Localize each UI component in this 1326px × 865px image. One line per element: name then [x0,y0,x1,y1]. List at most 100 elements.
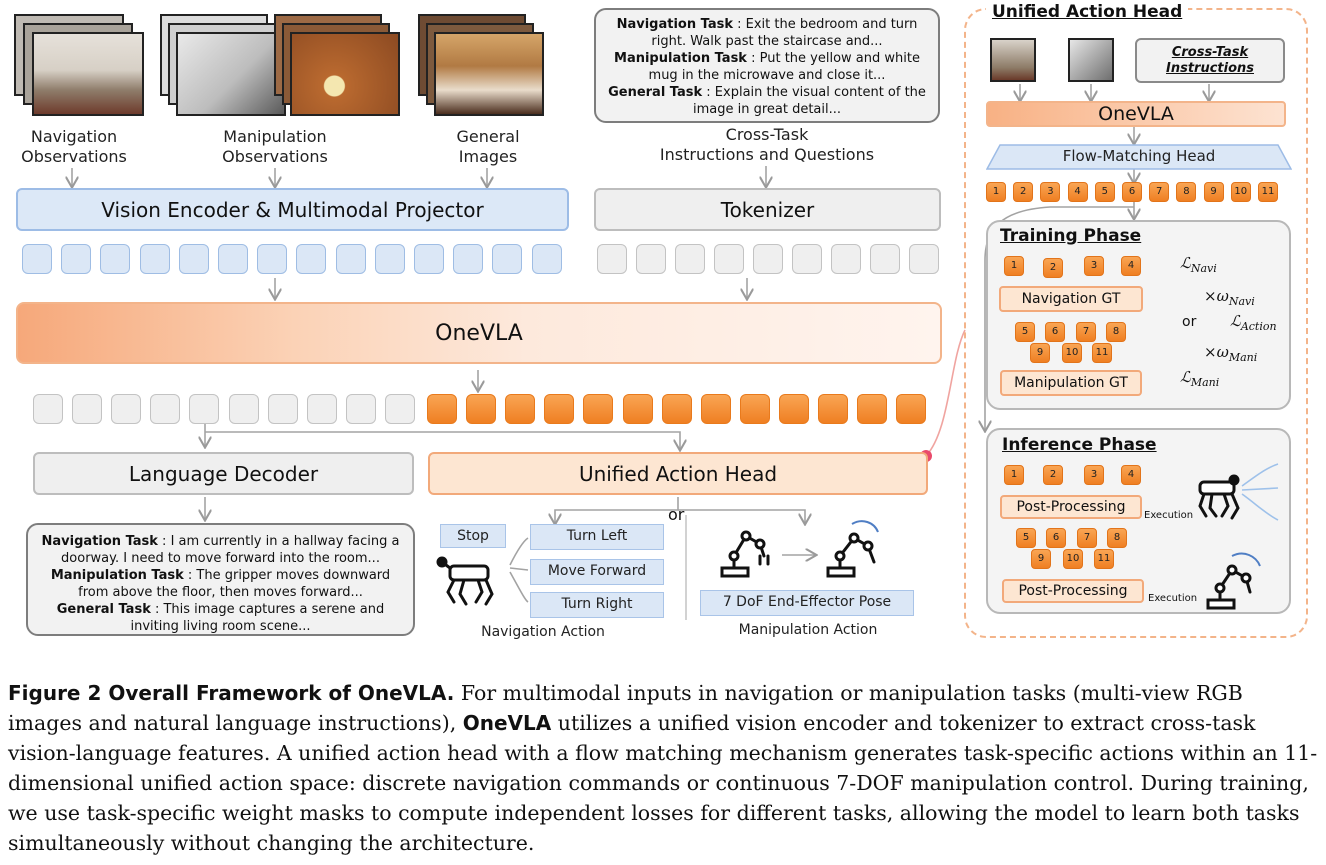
action-dim-9: 9 [1031,549,1051,569]
manipulation-action-label: Manipulation Action [738,622,878,638]
panel-cross-task-box: Cross-Task Instructions [1135,38,1285,83]
language-output-token [345,394,376,424]
instr-nav-label: Navigation Task [616,17,733,32]
nav-observations-label: Navigation Observations [21,127,127,166]
vision-encoder-box: Vision Encoder & Multimodal Projector [16,188,569,231]
action-dim-4: 4 [1067,182,1088,202]
action-token [661,394,692,424]
nav-observation-image [32,32,144,116]
text-token [792,244,822,274]
flow-matching-head-label: Flow-Matching Head [1062,147,1216,165]
action-dim-9: 9 [1030,343,1050,363]
action-dim-6: 6 [1122,182,1142,202]
vision-token [335,244,366,274]
action-token [622,394,653,424]
instr-manip-text: : Put the yellow and white mug in the mi… [648,51,920,83]
action-dim-3: 3 [1084,256,1104,276]
action-dim-10: 10 [1062,343,1082,363]
weight-mani-sub: Mani [1228,351,1258,364]
action-dim-11: 11 [1094,549,1114,569]
action-token [818,394,848,424]
action-dim-5: 5 [1094,182,1115,202]
vision-token [22,244,52,274]
text-token [636,244,666,274]
language-output-token [150,394,181,424]
action-dim-7: 7 [1077,528,1097,548]
execution-manip-label: Execution [1148,593,1198,604]
onevla-backbone: OneVLA [16,302,942,364]
action-dim-8: 8 [1176,182,1197,202]
weight-navi: ×ωNavi [1204,287,1255,308]
loss-navi: ℒNavi [1180,254,1217,275]
action-dim-1: 1 [986,182,1006,202]
navigation-action-label: Navigation Action [481,624,605,640]
action-dim-4: 4 [1121,256,1141,276]
out-manip-label: Manipulation Task [50,568,184,583]
action-dim-8: 8 [1107,528,1127,548]
action-dim-5: 5 [1015,322,1035,342]
out-nav-text: : I am currently in a hallway facing a d… [61,534,400,566]
vision-token [531,244,562,274]
action-dim-11: 11 [1092,343,1112,363]
language-output-token [111,394,142,424]
loss-navi-symbol: ℒ [1180,254,1191,272]
out-general-label: General Task [56,602,151,617]
vision-token [61,244,92,274]
loss-navi-sub: Navi [1190,262,1217,275]
caption-part1: For multimodal inputs in navigation or m… [8,681,1243,735]
action-dim-9: 9 [1203,182,1224,202]
post-processing-nav-box: Post-Processing [1000,495,1142,519]
vision-token [257,244,288,274]
general-images-label: General Images [456,127,520,166]
panel-robot-dog-icon [1198,463,1279,521]
language-output-token [33,394,63,424]
caption-part2: utilizes a unified vision encoder and to… [8,711,1318,855]
panel-manip-thumb [1068,38,1114,82]
language-output-token [72,394,103,424]
action-token [700,394,731,424]
action-token [778,394,809,424]
action-dim-8: 8 [1106,322,1126,342]
instr-general-label: General Task [608,85,703,100]
action-token [427,394,457,424]
vision-token [414,244,444,274]
action-dim-3: 3 [1040,182,1061,202]
move-forward-action: Move Forward [530,559,664,585]
instr-manip-label: Manipulation Task [614,51,747,66]
turn-left-action: Turn Left [530,524,664,550]
turn-right-action: Turn Right [530,592,664,618]
instr-nav-text: : Exit the bedroom and turn right. Walk … [651,17,918,49]
general-image [434,32,544,116]
action-dim-5: 5 [1016,528,1036,548]
panel-onevla-box: OneVLA [986,101,1286,127]
robot-dog-icon [436,556,494,606]
action-token [544,394,575,424]
action-dim-1: 1 [1004,256,1024,276]
action-dim-7: 7 [1149,182,1170,202]
vision-token [453,244,484,274]
language-output-token [189,394,220,424]
text-token [870,244,900,274]
tokenizer-box: Tokenizer [594,188,941,231]
navigation-gt-box: Navigation GT [999,286,1143,312]
action-dim-10: 10 [1063,549,1083,569]
action-dim-11: 11 [1258,182,1278,202]
caption-heading: Figure 2 Overall Framework of OneVLA. [8,681,455,705]
caption-model-name: OneVLA [462,711,552,735]
out-general-text: : This image captures a serene and invit… [130,602,385,634]
robot-arm-icon [720,530,770,578]
action-token [466,394,497,424]
language-output-token [267,394,298,424]
figure-caption: Figure 2 Overall Framework of OneVLA. Fo… [8,678,1318,858]
instr-general-text: : Explain the visual content of the imag… [692,85,926,117]
robot-arm-moved-icon [826,520,879,578]
panel-or-label: or [1182,314,1197,330]
text-token [675,244,705,274]
text-token [714,244,744,274]
vision-token [218,244,248,274]
training-phase-title: Training Phase [1000,226,1142,246]
loss-mani: ℒMani [1180,368,1219,389]
text-token [909,244,939,274]
action-dim-3: 3 [1084,465,1104,485]
weight-navi-sub: Navi [1228,295,1255,308]
